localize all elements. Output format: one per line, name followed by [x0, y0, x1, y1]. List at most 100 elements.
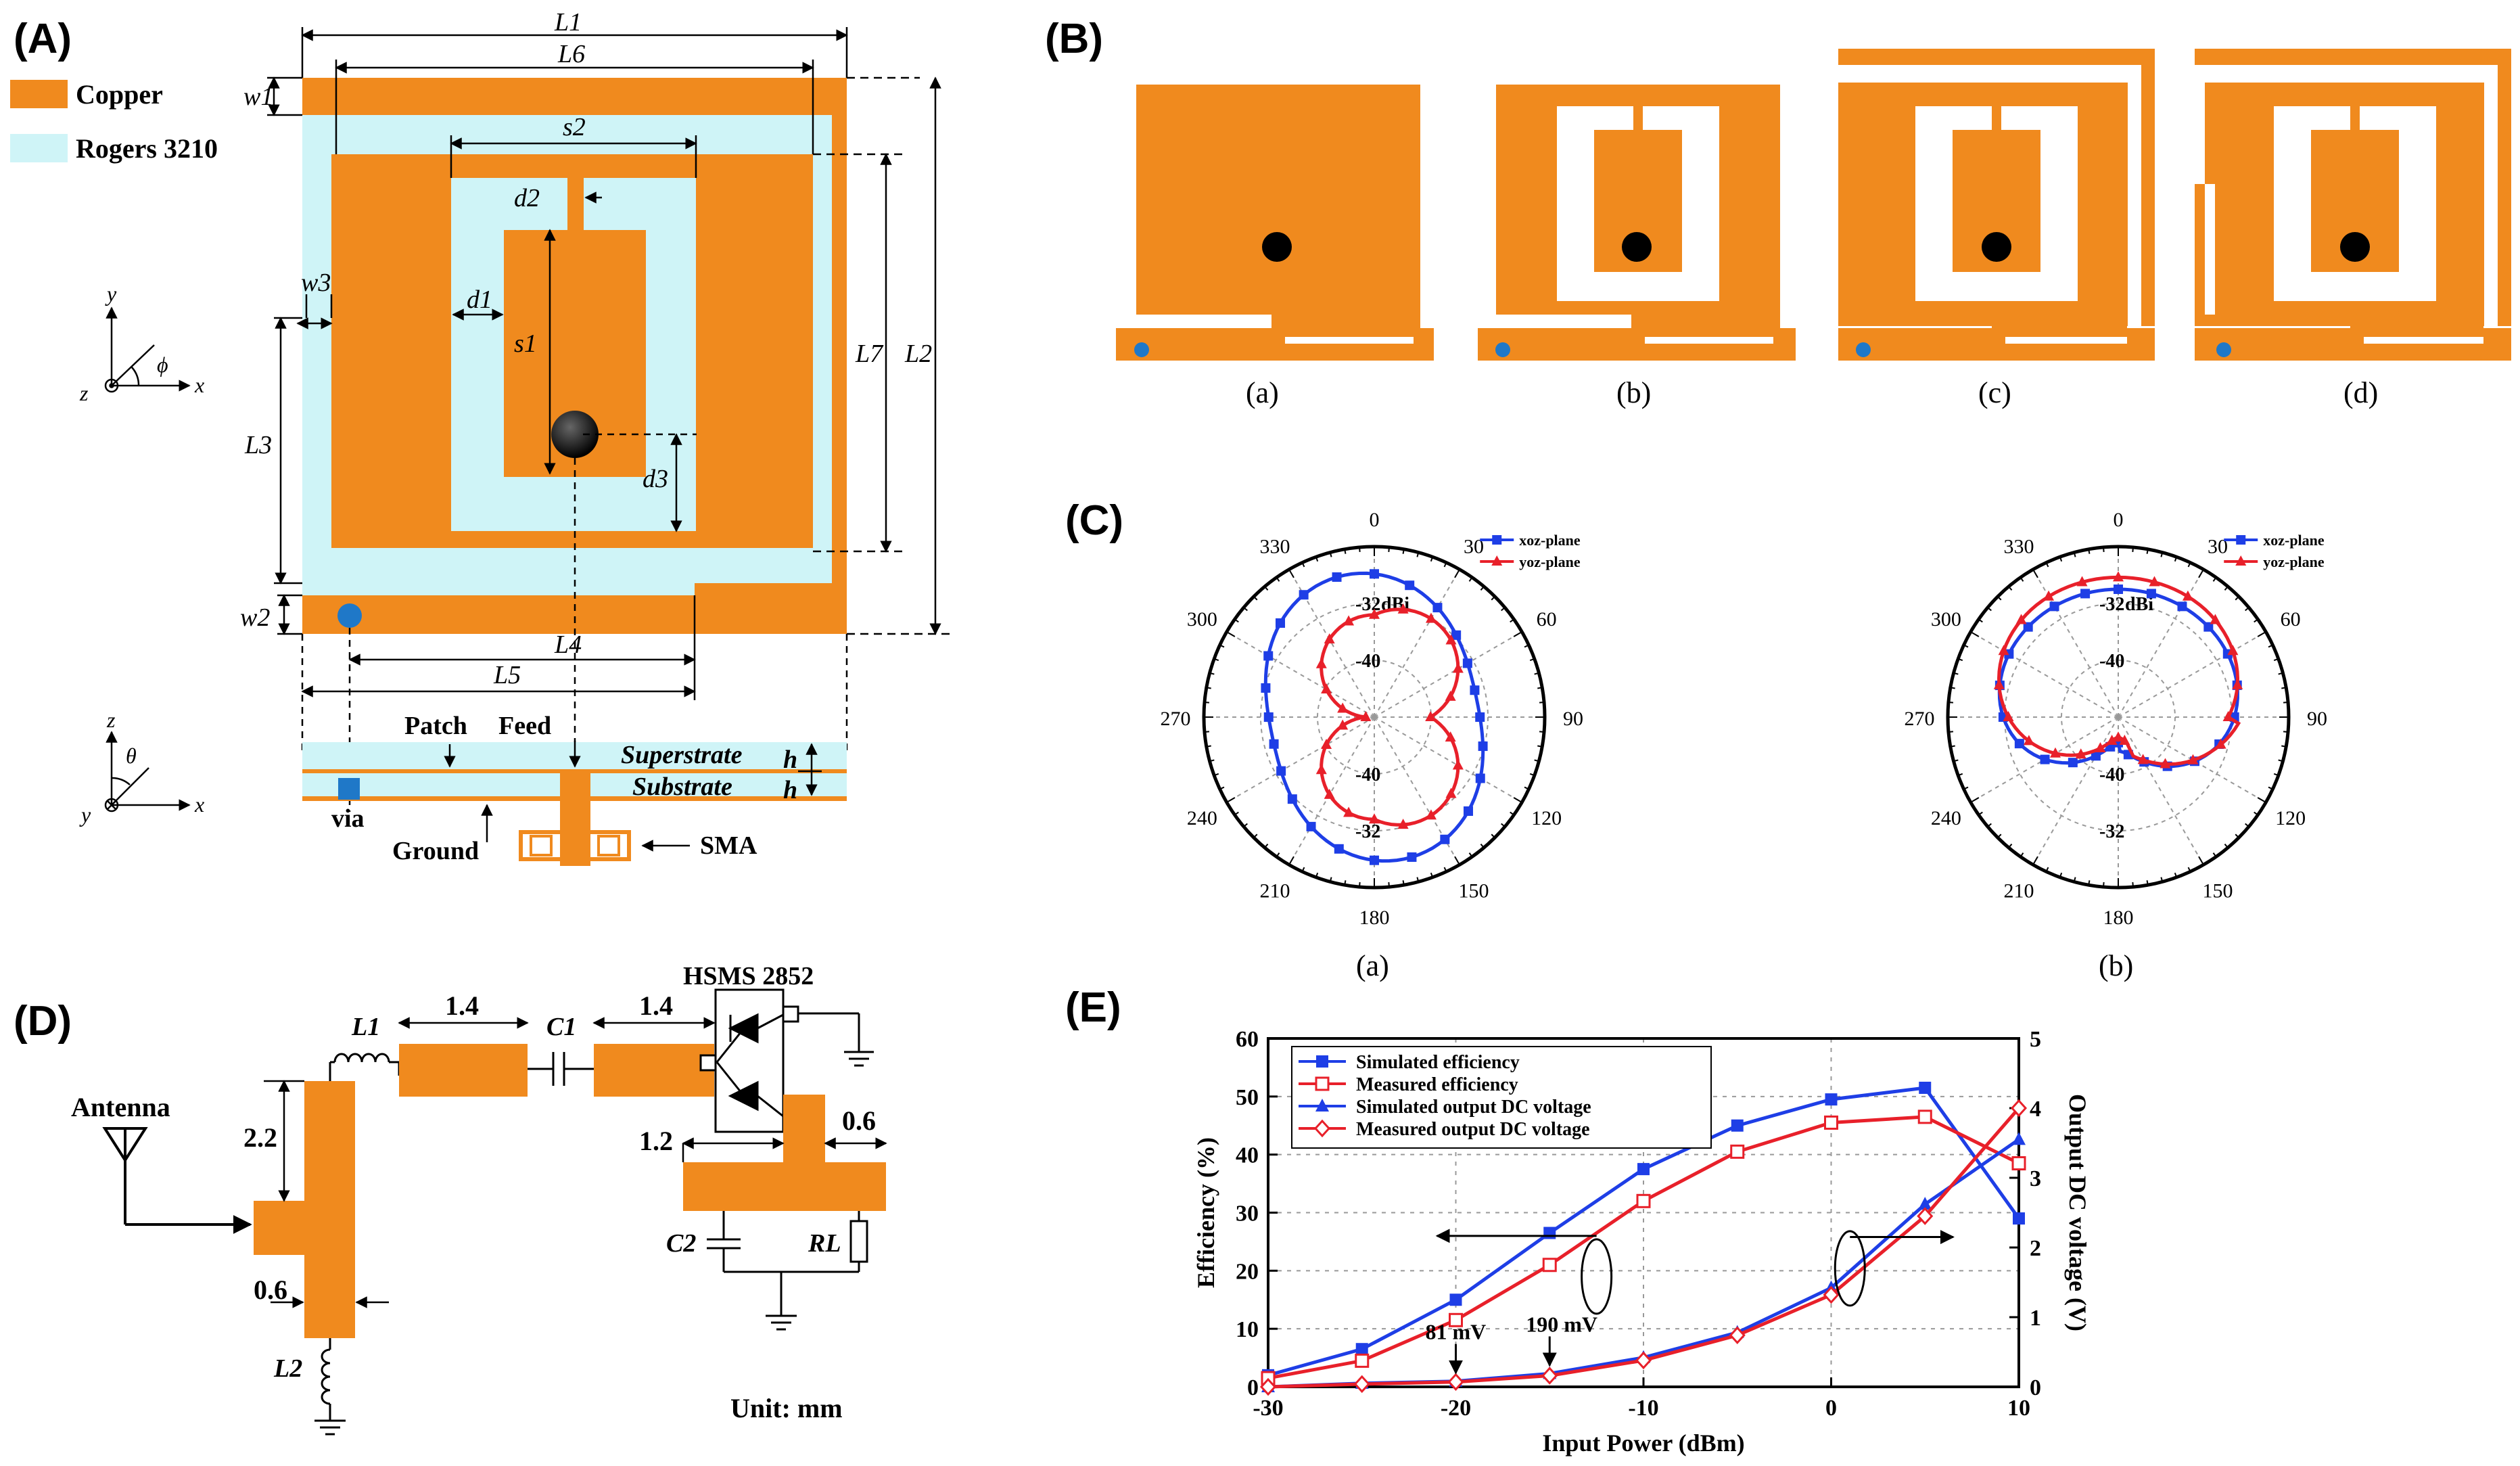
legend-label: Simulated output DC voltage: [1356, 1097, 1591, 1118]
polar-spoke: [1288, 716, 1375, 865]
polar-tick: [2132, 881, 2134, 888]
tline-1: [399, 1044, 528, 1097]
yoz-marker: [1321, 738, 1332, 749]
xoz-marker: [1334, 844, 1344, 854]
polar-tick: [1501, 823, 1506, 827]
polar-spoke: [1374, 569, 1460, 718]
polar-tick: [2187, 562, 2191, 568]
yoz-marker: [2215, 738, 2226, 749]
polar-angle-label: 210: [1260, 880, 1290, 902]
yoz-marker: [1360, 711, 1372, 721]
xoz-marker: [1478, 741, 1488, 752]
dim-w3: w3: [301, 269, 331, 297]
legend-marker: [1315, 1076, 1330, 1091]
polar-tick: [1480, 844, 1485, 848]
polar-tick: [1253, 833, 1258, 838]
polar-tick: [1288, 856, 1294, 865]
xoz-marker: [2023, 622, 2033, 632]
polar-tick: [2278, 759, 2283, 762]
panel-label-c: (C): [1065, 497, 1123, 544]
polar-tick: [1430, 556, 1434, 562]
xoz-marker: [1432, 603, 1443, 613]
polar-tick: [2059, 872, 2063, 878]
yoz-marker: [2119, 734, 2130, 745]
polar-tick: [2281, 745, 2287, 748]
polar-tick: [1276, 852, 1280, 857]
polar-tick: [1209, 759, 1215, 762]
yoz-marker: [1425, 612, 1437, 623]
label-h1: h: [783, 746, 797, 774]
resistor-RL-icon: [766, 1211, 868, 1331]
series-point-3: [1917, 1207, 1934, 1225]
stub-vertical: [304, 1081, 355, 1338]
polar-tick: [2059, 556, 2063, 562]
dim-1-2: 1.2: [639, 1126, 673, 1156]
polar-tick: [2224, 586, 2229, 591]
xoz-marker: [1440, 834, 1450, 844]
polar-tick: [1468, 852, 1473, 857]
polar-tick: [1529, 773, 1535, 777]
y-tick-label-left: 0: [1247, 1375, 1259, 1400]
xoz-marker: [1407, 852, 1417, 862]
feed-via: [551, 411, 599, 458]
polar-tick: [1970, 797, 1980, 803]
polar-tick: [1430, 872, 1434, 878]
y-axis-label-left: Efficiency (%): [1192, 1137, 1219, 1288]
polar-tick: [1480, 586, 1485, 591]
polar-angle-label: 0: [1370, 509, 1380, 531]
series-point-3: [2010, 1099, 2028, 1118]
polar-angle-label: 180: [2103, 907, 2134, 929]
yoz-marker: [1445, 690, 1456, 701]
y-tick-label-left: 50: [1236, 1085, 1259, 1110]
yoz-marker: [2106, 734, 2118, 745]
label-via: via: [331, 804, 365, 833]
xoz-marker: [1306, 821, 1316, 831]
panel-b: (a) (b) (c) (d): [1116, 49, 2511, 409]
yoz-marker: [2043, 590, 2055, 601]
series-point-1: [1824, 1115, 1838, 1130]
xoz-marker: [2091, 751, 2101, 761]
shorting-via: [337, 603, 362, 628]
polar-radial-label: -32: [1355, 821, 1380, 842]
panel-a: Copper Rogers 3210: [10, 8, 954, 866]
polar-tick: [1443, 562, 1447, 568]
polar-angle-label: 180: [1359, 907, 1390, 929]
caption-b-d: (d): [2343, 376, 2378, 409]
polar-tick: [1948, 731, 1954, 733]
series-point-3: [1823, 1285, 1840, 1304]
evolution-c: [1838, 49, 2155, 361]
polar-tick: [1950, 745, 1955, 748]
feed-gap: [583, 548, 695, 583]
series-point-0: [2013, 1212, 2025, 1225]
chart-legend-box: [1291, 1046, 1712, 1149]
label-diode: HSMS 2852: [683, 962, 814, 990]
yoz-marker: [1397, 819, 1409, 829]
polar-tick: [1534, 759, 1539, 762]
xoz-marker: [2080, 589, 2091, 599]
polar-tick: [1204, 702, 1210, 704]
ellipse-right-series: [1834, 1230, 1866, 1307]
polar-tick: [1253, 596, 1258, 601]
polar-tick: [1301, 867, 1305, 872]
polar-tick: [1963, 786, 1969, 790]
polar-tick: [1359, 547, 1361, 553]
yoz-marker: [1452, 759, 1464, 770]
y-axis-label-right: Output DC voltage (V): [2064, 1094, 2091, 1331]
yoz-marker: [2003, 711, 2014, 721]
polar-tick: [2146, 880, 2149, 886]
xoz-marker: [1462, 658, 1472, 668]
polar-angle-label: 90: [1563, 708, 1583, 730]
polar-tick: [1213, 773, 1219, 777]
polar-tick: [1226, 797, 1236, 803]
y-tick-label-right: 5: [2030, 1027, 2041, 1052]
y-tick-label-right: 3: [2030, 1166, 2041, 1191]
polar-tick: [2245, 823, 2249, 827]
polar-tick: [2283, 702, 2289, 704]
polar-spoke: [1374, 716, 1522, 803]
polar-tick: [2187, 867, 2191, 872]
dim-2-2: 2.2: [243, 1122, 277, 1153]
y-tick-label-left: 10: [1236, 1317, 1259, 1342]
series-point-3: [1541, 1367, 1558, 1385]
polar-tick: [2032, 569, 2038, 578]
